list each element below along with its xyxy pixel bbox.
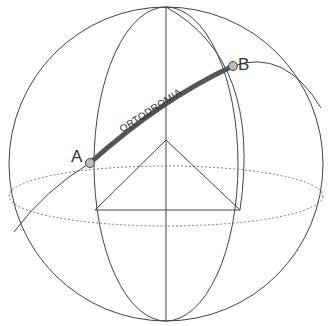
point-label: B (238, 56, 249, 73)
equator (9, 166, 323, 226)
point-label: A (71, 148, 82, 165)
orthodrome-arc (90, 66, 233, 163)
point-dot (86, 159, 95, 168)
center-triangle (95, 140, 240, 210)
point-dot (229, 62, 238, 71)
meridian (94, 7, 238, 321)
axis-line (166, 7, 167, 321)
meridian-b (166, 7, 244, 210)
arc-label: ORTODROMIA (118, 87, 183, 134)
great-circle (14, 163, 90, 232)
sphere-outline (9, 7, 323, 321)
